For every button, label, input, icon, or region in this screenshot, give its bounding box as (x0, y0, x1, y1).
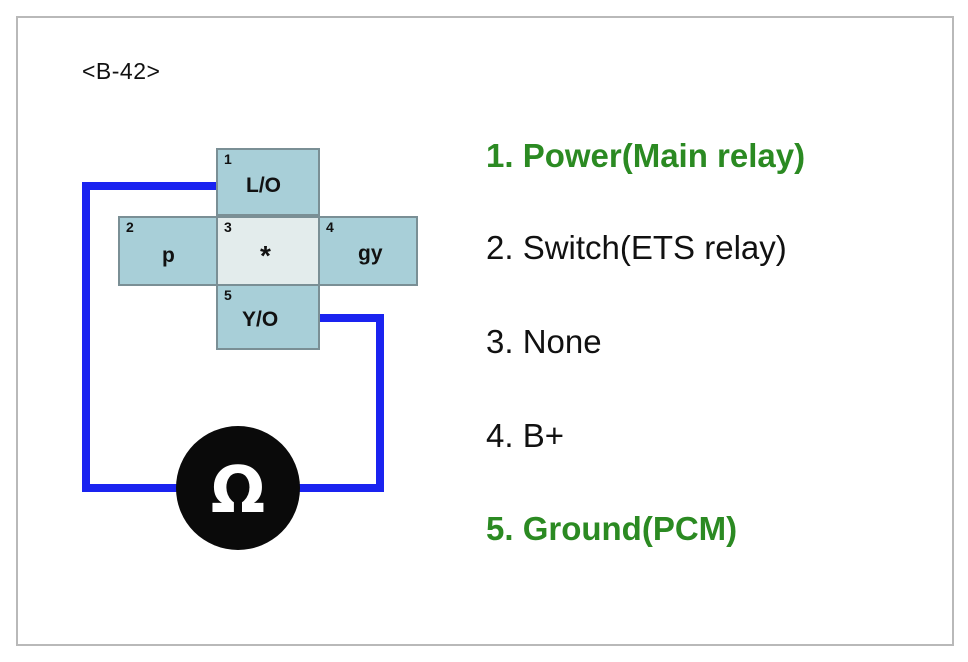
connector-pin-3: 3 * (216, 216, 320, 286)
legend-item-pin5: 5. Ground(PCM) (486, 510, 738, 547)
pin-wire-color: Y/O (242, 308, 279, 331)
pin-number: 4 (326, 219, 334, 235)
connector-id-label: <B-42> (82, 58, 161, 84)
legend-item-pin3: 3. None (486, 323, 602, 360)
legend-item-pin1: 1. Power(Main relay) (486, 137, 806, 174)
connector-pin-4: 4 gy (318, 216, 418, 286)
connector-pin-2: 2 p (118, 216, 218, 286)
legend-item-pin4: 4. B+ (486, 417, 564, 454)
wire-pin5-to-meter (296, 314, 384, 492)
diagram-frame (16, 16, 954, 646)
pin-number: 3 (224, 219, 232, 235)
ohmmeter-icon (176, 426, 300, 550)
legend-item-pin2: 2. Switch(ETS relay) (486, 229, 787, 266)
pin-wire-color: L/O (246, 174, 281, 197)
pin-wire-color: * (260, 240, 271, 271)
pin-wire-color: gy (358, 242, 383, 265)
wire-pin1-to-meter (82, 182, 228, 492)
pin-number: 2 (126, 219, 134, 235)
connector-pin-1: 1 L/O (216, 148, 320, 216)
ohm-symbol: Ω (211, 454, 265, 528)
connector-pin-5: 5 Y/O (216, 284, 320, 350)
pin-number: 5 (224, 287, 232, 303)
pin-wire-color: p (162, 244, 175, 267)
pin-number: 1 (224, 151, 232, 167)
